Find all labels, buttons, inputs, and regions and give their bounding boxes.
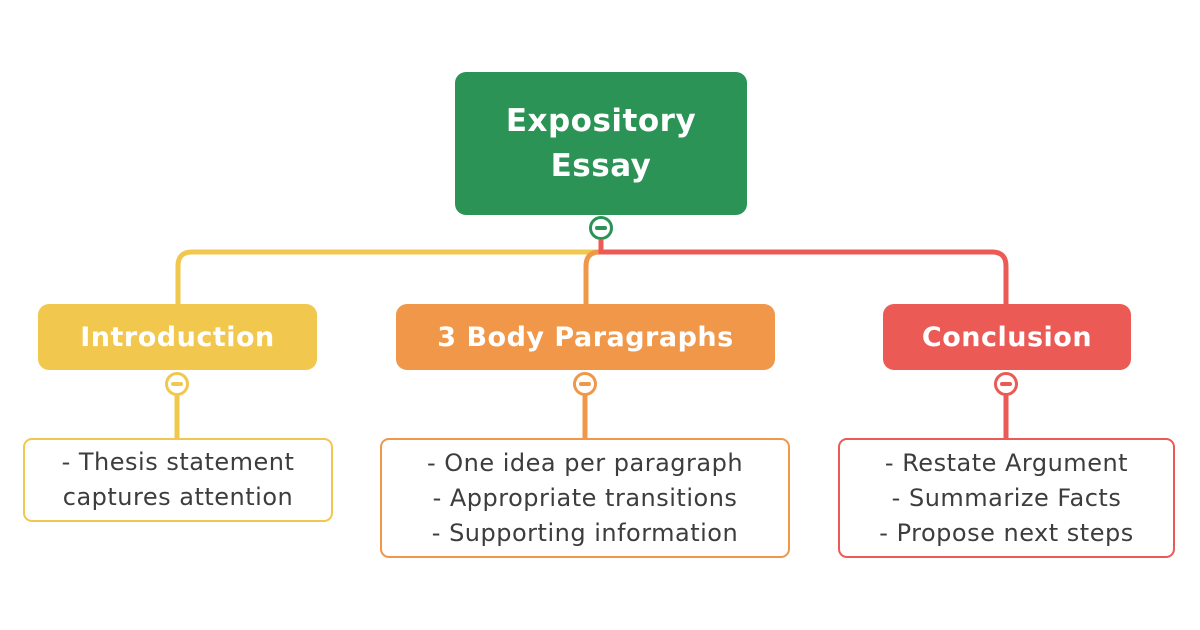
branch-node-introduction[interactable]: Introduction	[38, 304, 317, 370]
leaf-item: - Restate Argument	[884, 448, 1129, 477]
branch-node-label: Conclusion	[921, 321, 1093, 353]
connector-root-to-body-paragraphs	[583, 249, 601, 306]
leaf-node-conclusion-details[interactable]: - Restate Argument - Summarize Facts - P…	[838, 438, 1175, 558]
minus-icon	[579, 382, 591, 386]
leaf-item: - Summarize Facts	[891, 483, 1122, 512]
branch-node-label: Introduction	[80, 321, 275, 353]
connector-root-to-conclusion	[598, 240, 1009, 306]
leaf-item: - Thesis statement captures attention	[61, 448, 295, 511]
minus-icon	[1000, 382, 1012, 386]
collapse-minus-icon-introduction[interactable]	[165, 372, 189, 396]
root-node-expository-essay[interactable]: Expository Essay	[455, 72, 747, 215]
root-node-label: Expository Essay	[505, 102, 697, 184]
branch-node-label: 3 Body Paragraphs	[437, 321, 734, 353]
leaf-node-body-paragraphs-details[interactable]: - One idea per paragraph - Appropriate t…	[380, 438, 790, 558]
leaf-node-introduction-details[interactable]: - Thesis statement captures attention	[23, 438, 333, 522]
minus-icon	[595, 226, 607, 230]
minus-icon	[171, 382, 183, 386]
collapse-minus-icon-conclusion[interactable]	[994, 372, 1018, 396]
collapse-minus-icon-body-paragraphs[interactable]	[573, 372, 597, 396]
leaf-item: - One idea per paragraph	[426, 448, 744, 477]
leaf-item: - Propose next steps	[879, 518, 1134, 547]
connector-root-to-introduction	[175, 249, 601, 306]
leaf-item: - Supporting information	[431, 518, 739, 547]
branch-node-conclusion[interactable]: Conclusion	[883, 304, 1131, 370]
collapse-minus-icon-root[interactable]	[589, 216, 613, 240]
branch-node-body-paragraphs[interactable]: 3 Body Paragraphs	[396, 304, 775, 370]
leaf-item: - Appropriate transitions	[432, 483, 738, 512]
